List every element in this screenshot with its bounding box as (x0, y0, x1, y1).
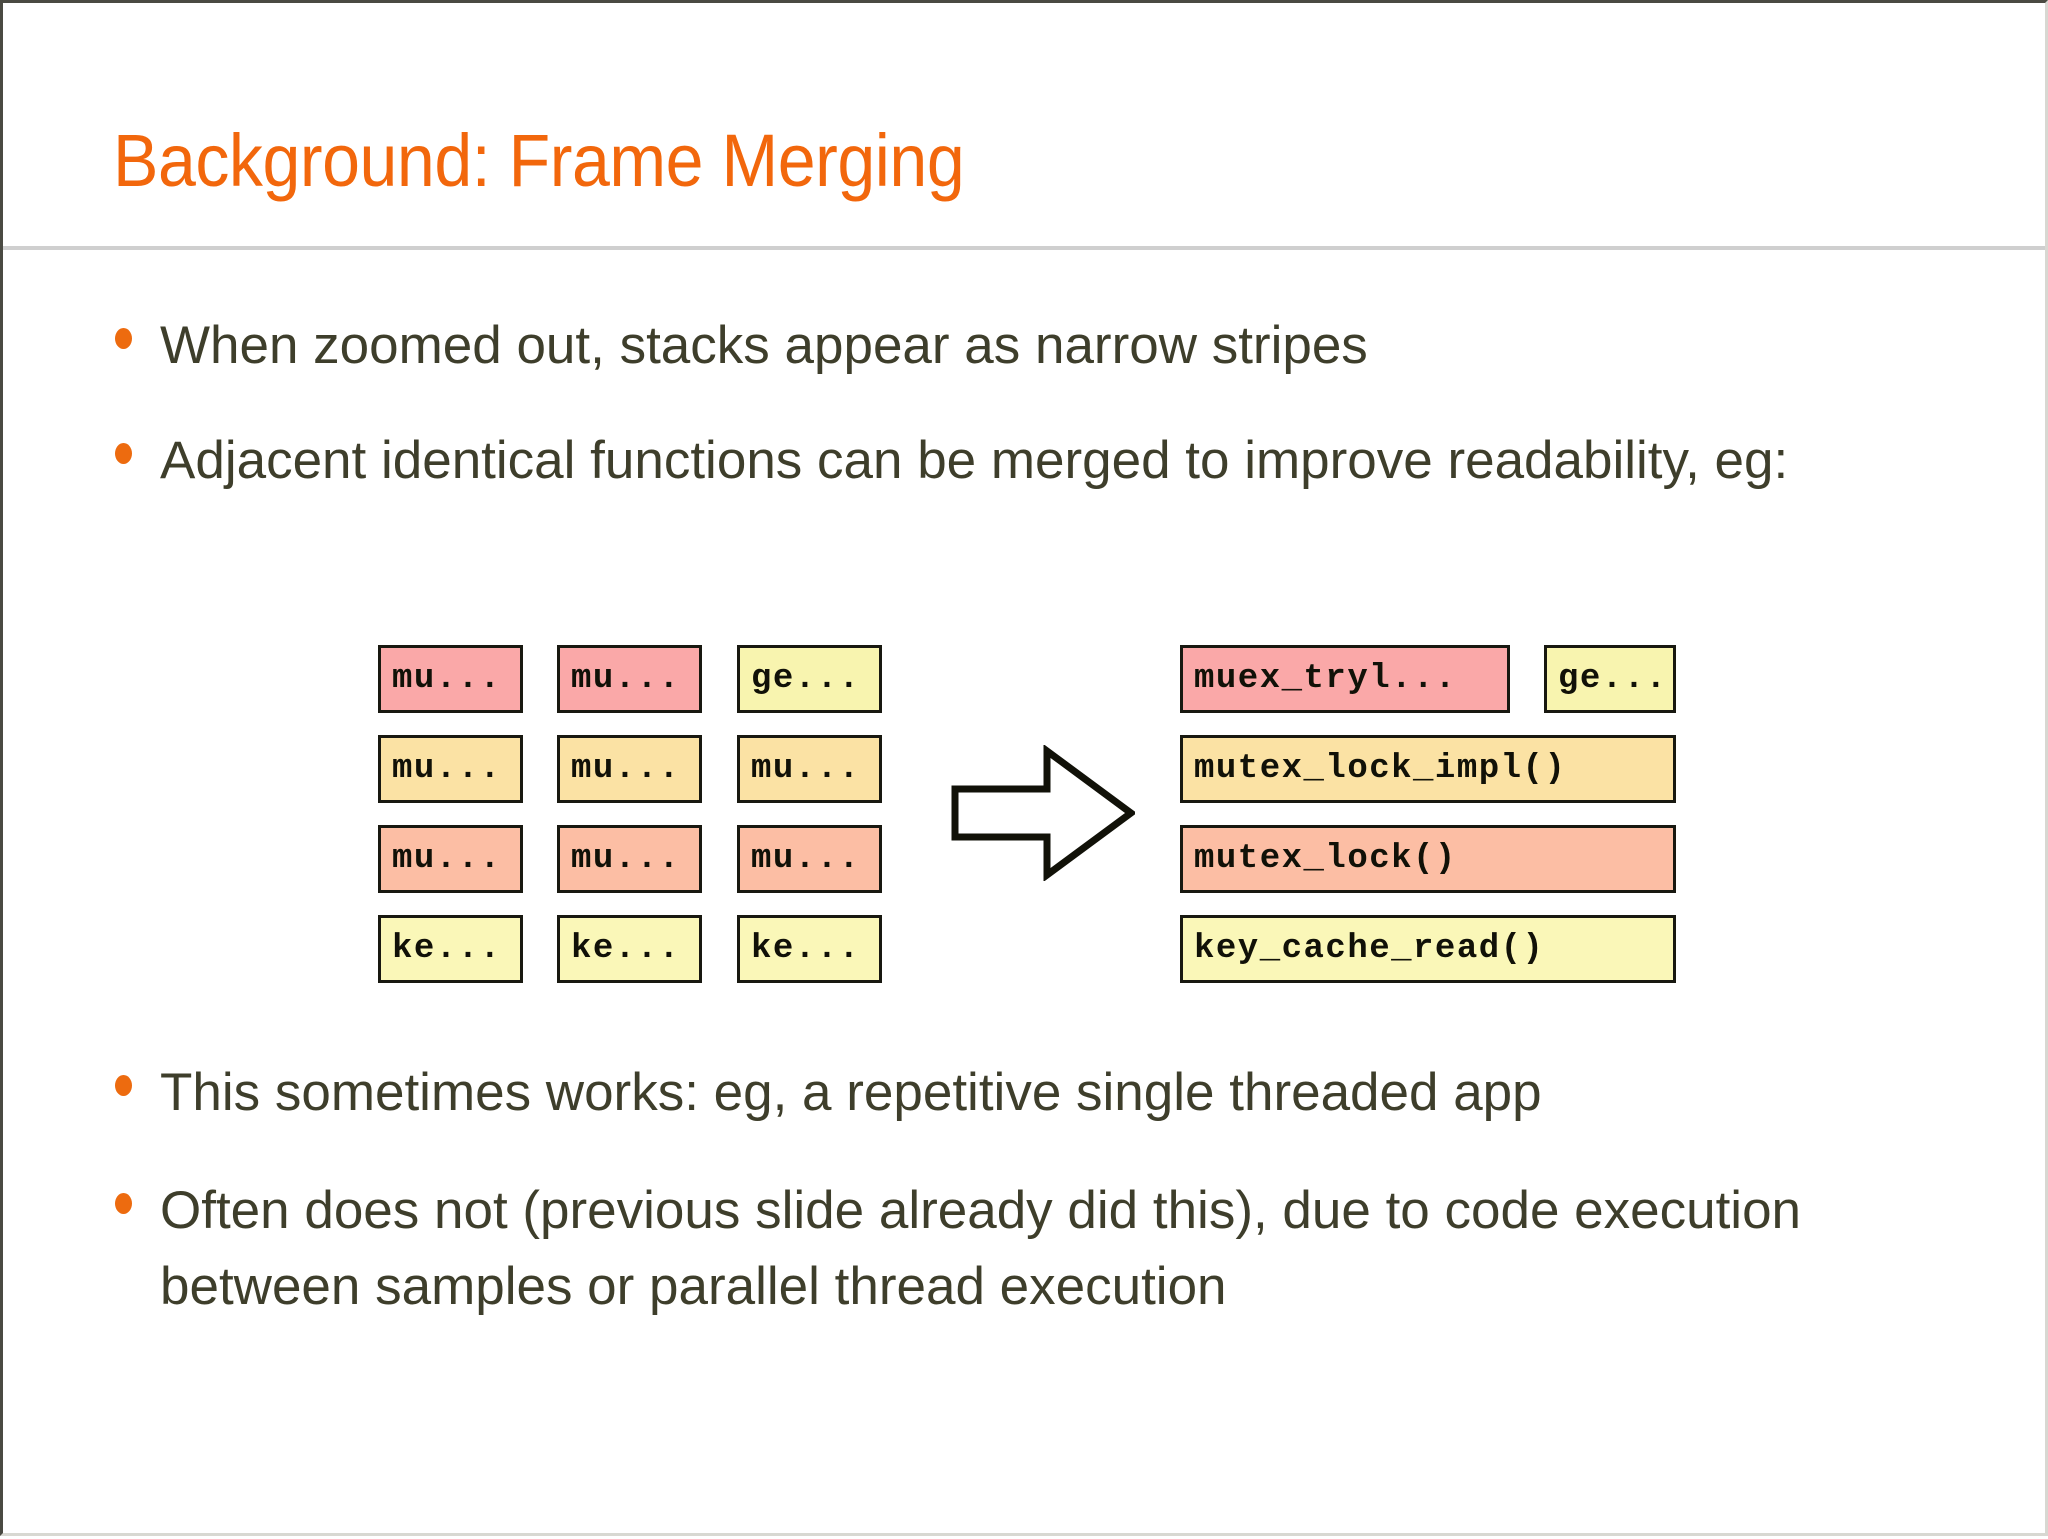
bullet-item-3: This sometimes works: eg, a repetitive s… (115, 1055, 1542, 1131)
bullet-text-4: Often does not (previous slide already d… (160, 1181, 1802, 1316)
frame-box-before-r0c1[interactable]: mu... (557, 645, 702, 713)
frame-box-before-r2c1[interactable]: mu... (557, 825, 702, 893)
bullet-item-4: Often does not (previous slide already d… (115, 1173, 1920, 1325)
frame-box-before-r2c2[interactable]: mu... (737, 825, 882, 893)
frame-merging-diagram: mu... mu... ge... mu... mu... mu... mu..… (3, 3, 2048, 1539)
page-title: Background: Frame Merging (113, 119, 965, 202)
frame-box-before-r1c1[interactable]: mu... (557, 735, 702, 803)
bullet-item-1: When zoomed out, stacks appear as narrow… (115, 308, 1368, 384)
bullet-item-2: Adjacent identical functions can be merg… (115, 423, 1788, 499)
bullet-text-2: Adjacent identical functions can be merg… (160, 431, 1789, 490)
frame-box-before-r1c0[interactable]: mu... (378, 735, 523, 803)
frame-box-after-r3c0[interactable]: key_cache_read() (1180, 915, 1676, 983)
bullet-dot-icon (115, 443, 132, 464)
frame-box-before-r0c2[interactable]: ge... (737, 645, 882, 713)
title-divider (3, 246, 2045, 250)
bullet-dot-icon (115, 1193, 132, 1214)
frame-box-after-r2c0[interactable]: mutex_lock() (1180, 825, 1676, 893)
frame-box-before-r3c2[interactable]: ke... (737, 915, 882, 983)
bullet-dot-icon (115, 1075, 132, 1096)
bullet-dot-icon (115, 328, 132, 349)
frame-box-after-r0c0[interactable]: muex_tryl... (1180, 645, 1510, 713)
frame-box-after-r1c0[interactable]: mutex_lock_impl() (1180, 735, 1676, 803)
frame-box-after-r0c1[interactable]: ge... (1544, 645, 1676, 713)
frame-box-before-r0c0[interactable]: mu... (378, 645, 523, 713)
bullet-text-3: This sometimes works: eg, a repetitive s… (160, 1063, 1542, 1122)
right-block-arrow-icon (951, 744, 1137, 882)
frame-box-before-r1c2[interactable]: mu... (737, 735, 882, 803)
frame-box-before-r3c0[interactable]: ke... (378, 915, 523, 983)
merge-arrow (951, 744, 1137, 882)
frame-box-before-r2c0[interactable]: mu... (378, 825, 523, 893)
bullet-text-1: When zoomed out, stacks appear as narrow… (160, 316, 1368, 375)
frame-box-before-r3c1[interactable]: ke... (557, 915, 702, 983)
